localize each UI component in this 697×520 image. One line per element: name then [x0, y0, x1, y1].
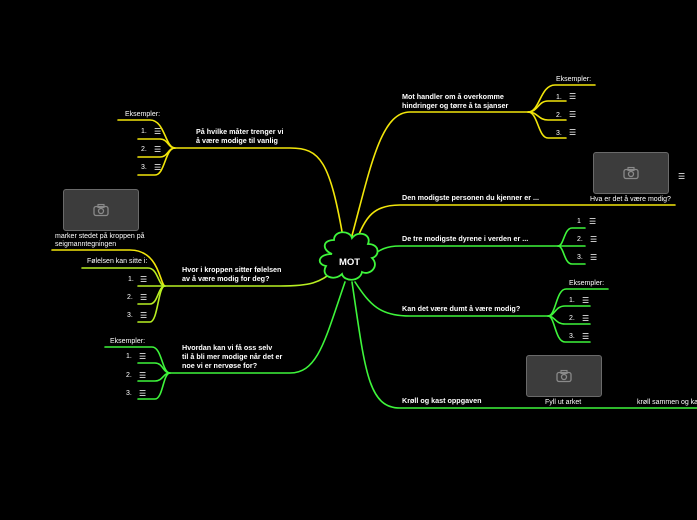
- list-item-number: 3.: [126, 390, 132, 397]
- link-b5-i3: [137, 285, 166, 323]
- list-item-number: 3.: [577, 254, 583, 261]
- list-item-number: 2.: [577, 236, 583, 243]
- list-item-number: 1.: [126, 353, 132, 360]
- camera-icon: [93, 203, 109, 217]
- image-caption[interactable]: marker stedet på kroppen på seigmanntegn…: [55, 233, 145, 248]
- notes-icon[interactable]: ☰: [154, 127, 162, 136]
- notes-icon[interactable]: ☰: [589, 217, 597, 226]
- notes-icon[interactable]: ☰: [590, 253, 598, 262]
- list-item-number: 3.: [127, 312, 133, 319]
- notes-icon[interactable]: ☰: [590, 235, 598, 244]
- list-item-number: 3.: [141, 164, 147, 171]
- sub-label-eksempler[interactable]: Eksempler:: [569, 280, 605, 287]
- list-item-number: 1.: [556, 94, 562, 101]
- notes-icon[interactable]: ☰: [678, 172, 686, 181]
- list-item-number: 2.: [569, 315, 575, 322]
- link-b2-i3: [527, 111, 567, 139]
- list-item-number: 2.: [556, 112, 562, 119]
- list-item-number: 3.: [569, 333, 575, 340]
- link-center-b4: [367, 245, 559, 259]
- image-placeholder[interactable]: [593, 152, 669, 194]
- link-b7-sub: [104, 346, 171, 374]
- branch-label-bli-modigere[interactable]: Hvordan kan vi få oss selv til å bli mer…: [182, 343, 283, 370]
- link-b5-sub: [81, 267, 166, 287]
- notes-icon[interactable]: ☰: [139, 371, 147, 380]
- list-item-number: 1: [577, 218, 581, 225]
- sub-label-folelsen[interactable]: Følelsen kan sitte i:: [87, 258, 148, 265]
- branch-label-modigste-person[interactable]: Den modigste personen du kjenner er ...: [402, 193, 539, 202]
- image-caption[interactable]: Hva er det å være modig?: [590, 196, 671, 203]
- notes-icon[interactable]: ☰: [569, 92, 577, 101]
- list-item-number: 1.: [141, 128, 147, 135]
- link-center-b2: [349, 111, 529, 244]
- list-item-number: 3.: [556, 130, 562, 137]
- list-item-number: 1.: [128, 276, 134, 283]
- branch-extra-text[interactable]: krøll sammen og kast: [637, 399, 697, 406]
- link-center-b8: [351, 281, 697, 409]
- list-item-number: 2.: [126, 372, 132, 379]
- link-b4-i3: [557, 245, 586, 265]
- notes-icon[interactable]: ☰: [582, 332, 590, 341]
- branch-label-dumt-modig[interactable]: Kan det være dumt å være modig?: [402, 304, 521, 313]
- notes-icon[interactable]: ☰: [569, 128, 577, 137]
- link-center-b1: [174, 147, 345, 244]
- notes-icon[interactable]: ☰: [140, 293, 148, 302]
- notes-icon[interactable]: ☰: [139, 389, 147, 398]
- notes-icon[interactable]: ☰: [154, 145, 162, 154]
- notes-icon[interactable]: ☰: [140, 311, 148, 320]
- link-b6-i3: [547, 315, 591, 343]
- link-b1-i3: [137, 147, 176, 176]
- image-caption[interactable]: Fyll ut arket: [545, 399, 582, 406]
- notes-icon[interactable]: ☰: [139, 352, 147, 361]
- branch-label-modigste-dyr[interactable]: De tre modigste dyrene i verden er ...: [402, 234, 529, 243]
- center-topic[interactable]: MOT: [339, 257, 361, 268]
- camera-icon: [556, 369, 572, 383]
- list-item-number: 2.: [141, 146, 147, 153]
- camera-icon: [623, 166, 639, 180]
- notes-icon[interactable]: ☰: [569, 110, 577, 119]
- list-item-number: 2.: [127, 294, 133, 301]
- link-b7-i3: [137, 372, 171, 400]
- link-center-b6: [354, 281, 549, 317]
- list-item-number: 1.: [569, 297, 575, 304]
- notes-icon[interactable]: ☰: [154, 163, 162, 172]
- link-b2-i1: [527, 100, 567, 113]
- branch-label-kroppen[interactable]: Hvor i kroppen sitter følelsen av å være…: [182, 265, 282, 283]
- center-cloud: [318, 231, 379, 281]
- notes-icon[interactable]: ☰: [582, 296, 590, 305]
- link-b6-sub: [547, 288, 609, 317]
- branch-label-mot-definisjon[interactable]: Mot handler om å overkomme hindringer og…: [402, 92, 509, 110]
- image-placeholder[interactable]: [63, 189, 139, 231]
- branch-label-hverdagsmot[interactable]: På hvilke måter trenger vi å være modige…: [196, 127, 284, 145]
- sub-label-eksempler[interactable]: Eksempler:: [110, 338, 146, 345]
- notes-icon[interactable]: ☰: [582, 314, 590, 323]
- notes-icon[interactable]: ☰: [140, 275, 148, 284]
- branch-label-kroll-kast[interactable]: Krøll og kast oppgaven: [402, 396, 482, 405]
- image-placeholder[interactable]: [526, 355, 602, 397]
- sub-label-eksempler[interactable]: Eksempler:: [125, 111, 161, 118]
- link-center-b7: [169, 281, 346, 374]
- sub-label-eksempler[interactable]: Eksempler:: [556, 76, 592, 83]
